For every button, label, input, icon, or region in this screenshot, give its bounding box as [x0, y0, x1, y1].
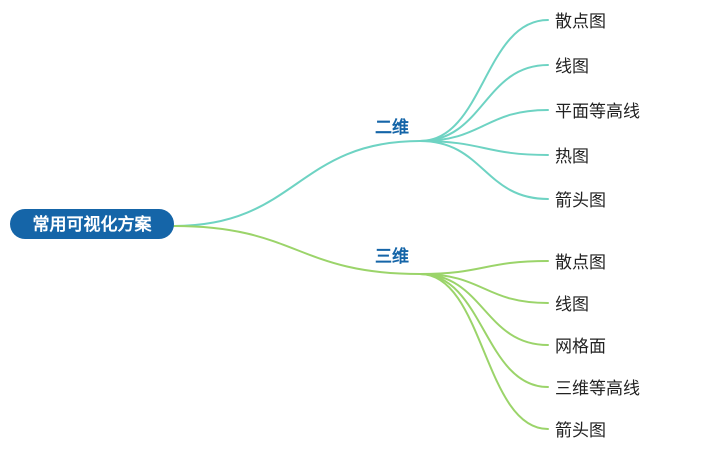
connector-branch-0-leaf-4	[419, 140, 549, 200]
root-node-label: 常用可视化方案	[33, 214, 153, 235]
branch-3d[interactable]: 三维	[375, 246, 409, 267]
branch-2d-label: 二维	[375, 117, 409, 138]
root-node-box	[10, 209, 174, 239]
leaf-3d-scatter[interactable]: 散点图	[555, 253, 606, 273]
connector-branch-0-leaf-2	[419, 109, 549, 142]
leaf-2d-quiver[interactable]: 箭头图	[555, 191, 606, 211]
connector-branch-0-leaf-0	[419, 19, 549, 142]
leaf-2d-contour[interactable]: 平面等高线	[555, 102, 640, 122]
leaf-3d-contour[interactable]: 三维等高线	[555, 379, 640, 399]
connector-branch-0-leaf-1	[419, 64, 549, 142]
leaf-2d-line[interactable]: 线图	[555, 57, 589, 77]
connector-branch-1-leaf-4	[419, 273, 549, 430]
leaves-3d: 散点图 线图 网格面 三维等高线 箭头图	[555, 253, 640, 441]
leaf-2d-scatter[interactable]: 散点图	[555, 12, 606, 32]
connector-branch-1-leaf-1	[419, 273, 549, 304]
connector-lines	[173, 19, 549, 430]
connector-root-branch-1	[173, 225, 421, 275]
leaf-3d-quiver[interactable]: 箭头图	[555, 421, 606, 441]
connector-branch-1-leaf-0	[419, 260, 549, 275]
connector-branch-1-leaf-3	[419, 273, 549, 388]
leaf-3d-mesh[interactable]: 网格面	[555, 337, 606, 357]
connector-branch-1-leaf-2	[419, 273, 549, 346]
branch-3d-label: 三维	[375, 246, 409, 267]
leaf-2d-heatmap[interactable]: 热图	[555, 147, 589, 167]
connector-root-branch-0	[173, 140, 421, 227]
leaves-2d: 散点图 线图 平面等高线 热图 箭头图	[555, 12, 640, 211]
branch-2d[interactable]: 二维	[375, 117, 409, 138]
root-node[interactable]: 常用可视化方案	[10, 209, 174, 239]
connector-branch-0-leaf-3	[419, 140, 549, 156]
leaf-3d-line[interactable]: 线图	[555, 295, 589, 315]
